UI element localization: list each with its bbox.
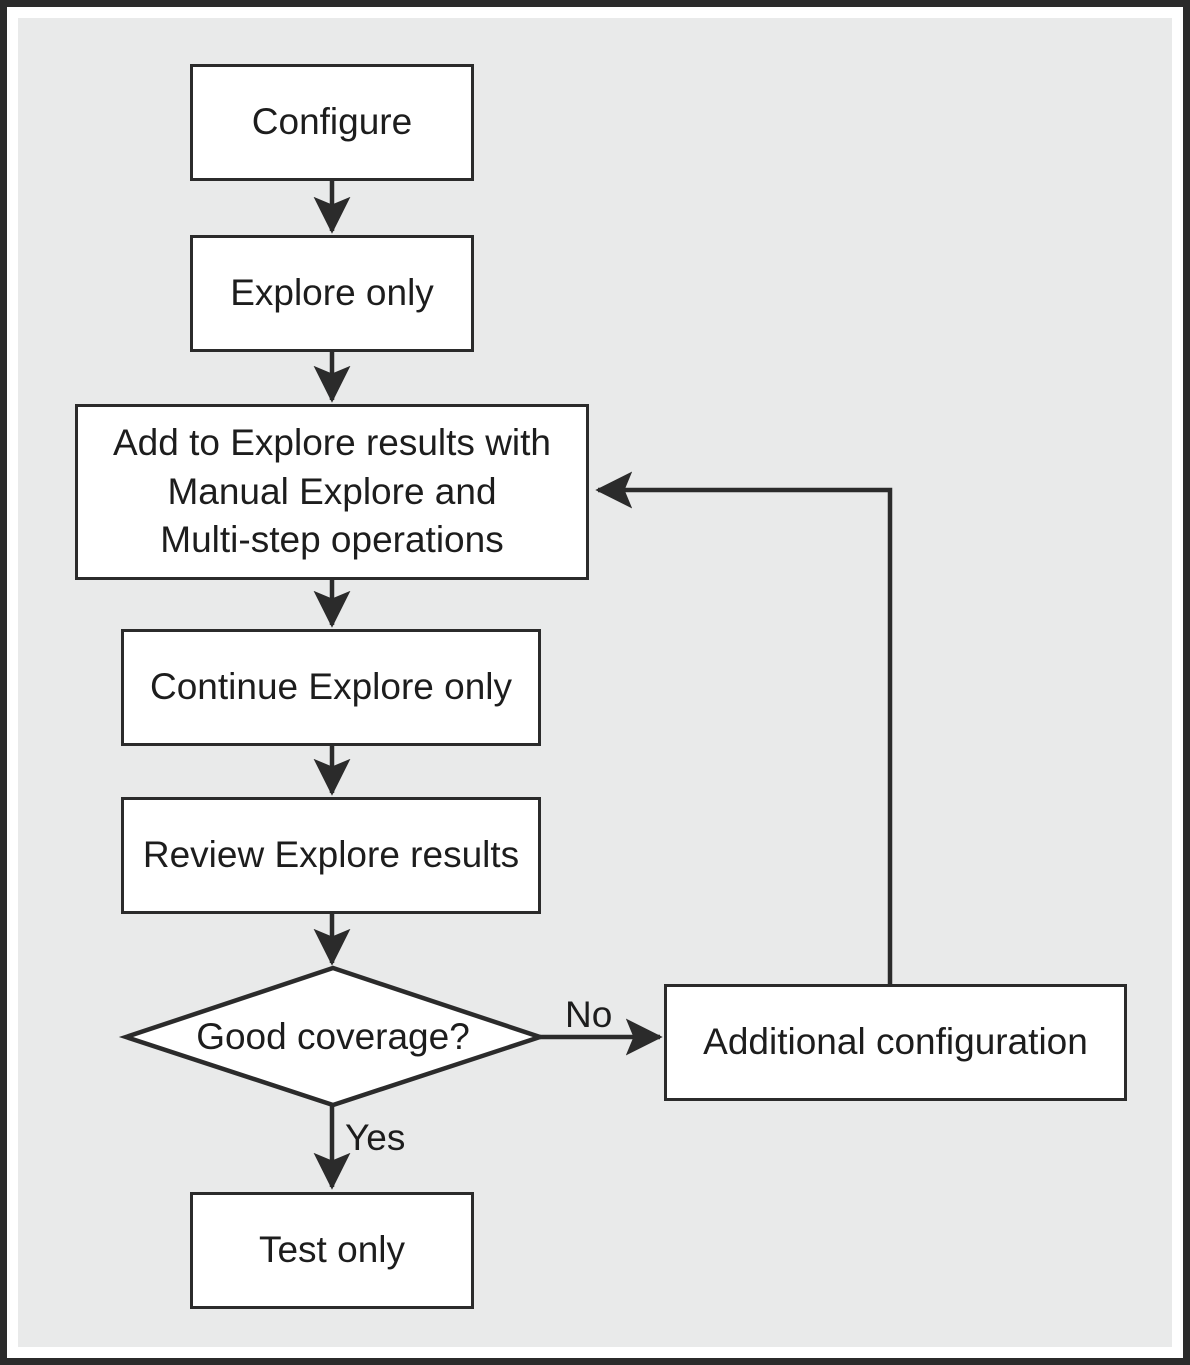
node-good-coverage[interactable]: Good coverage? xyxy=(150,1002,516,1072)
node-review-explore-results-label: Review Explore results xyxy=(142,834,520,876)
node-add-to-explore-results-label: Add to Explore results with Manual Explo… xyxy=(112,421,552,561)
edge-label-yes: Yes xyxy=(345,1117,406,1158)
node-continue-explore-only[interactable]: Continue Explore only xyxy=(121,629,541,746)
edge-label-no: No xyxy=(565,994,613,1035)
node-configure-label: Configure xyxy=(251,101,413,143)
node-additional-configuration[interactable]: Additional configuration xyxy=(664,984,1127,1101)
node-explore-only-label: Explore only xyxy=(230,272,434,314)
node-continue-explore-only-label: Continue Explore only xyxy=(150,666,512,708)
node-add-to-explore-results[interactable]: Add to Explore results with Manual Explo… xyxy=(75,404,589,580)
node-configure[interactable]: Configure xyxy=(190,64,474,181)
node-review-explore-results[interactable]: Review Explore results xyxy=(121,797,541,914)
node-good-coverage-label: Good coverage? xyxy=(196,1016,470,1057)
node-test-only-label: Test only xyxy=(258,1229,405,1271)
node-additional-configuration-label: Additional configuration xyxy=(703,1021,1088,1063)
node-explore-only[interactable]: Explore only xyxy=(190,235,474,352)
node-test-only[interactable]: Test only xyxy=(190,1192,474,1309)
